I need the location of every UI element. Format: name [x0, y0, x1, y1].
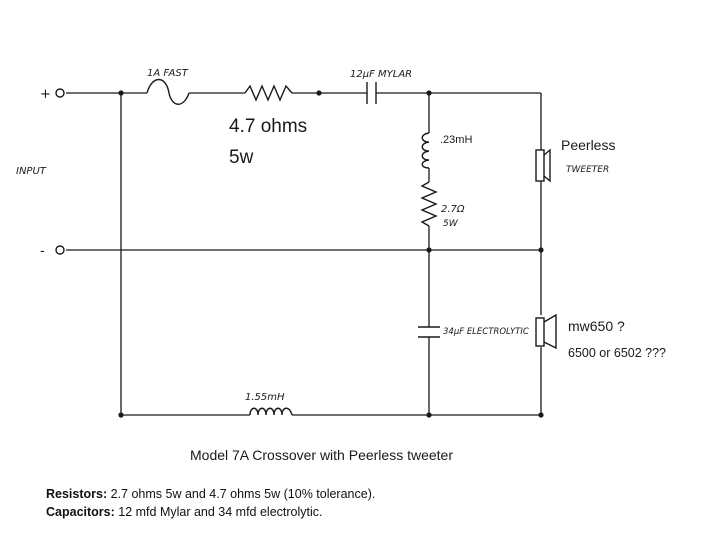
- resistor-main-value: 4.7 ohms: [229, 116, 307, 137]
- junction-dot: [118, 412, 124, 418]
- resistor-main-power: 5w: [229, 147, 254, 168]
- capacitor-electrolytic-label: 34µF ELECTROLYTIC: [443, 327, 529, 337]
- legend-capacitors: Capacitors: 12 mfd Mylar and 34 mfd elec…: [46, 505, 323, 519]
- junction-dot: [316, 90, 322, 96]
- legend-resistors: Resistors: 2.7 ohms 5w and 4.7 ohms 5w (…: [46, 487, 375, 501]
- diagram-caption: Model 7A Crossover with Peerless tweeter: [190, 447, 453, 463]
- legend-resistors-label: Resistors:: [46, 487, 108, 501]
- junction-dot: [426, 90, 432, 96]
- fuse: 1A FAST: [146, 68, 190, 105]
- junction-dot: [538, 412, 544, 418]
- terminal-minus-label: -: [40, 244, 45, 259]
- inductor-1-55mh: 1.55mH: [245, 392, 293, 416]
- legend-capacitors-label: Capacitors:: [46, 505, 115, 519]
- junction-dot: [118, 90, 124, 96]
- tweeter-name: Peerless: [561, 137, 615, 153]
- woofer: mw650 ? 6500 or 6502 ???: [535, 313, 666, 360]
- legend-capacitors-text: 12 mfd Mylar and 34 mfd electrolytic.: [114, 505, 323, 519]
- capacitor-34uf: 34µF ELECTROLYTIC: [418, 326, 529, 338]
- resistor-4-7-ohm: 4.7 ohms 5w: [229, 84, 307, 168]
- inductor-0-23mh: .23mH: [421, 132, 472, 169]
- legend-resistors-text: 2.7 ohms 5w and 4.7 ohms 5w (10% toleran…: [107, 487, 376, 501]
- capacitor-main-label: 12µF MYLAR: [350, 69, 412, 80]
- terminal-plus-label: +: [40, 87, 51, 102]
- inductor-small-label: .23mH: [440, 134, 472, 146]
- resistor-small-power: 5W: [443, 219, 459, 229]
- tweeter: Peerless TWEETER: [535, 137, 615, 183]
- junction-dot: [538, 247, 544, 253]
- tweeter-label: TWEETER: [566, 165, 609, 175]
- fuse-label: 1A FAST: [147, 68, 189, 79]
- junction-dots: [118, 90, 544, 418]
- terminal-minus: -: [40, 244, 65, 259]
- junction-dot: [426, 412, 432, 418]
- terminal-plus: +: [40, 87, 65, 102]
- resistor-small-value: 2.7Ω: [441, 204, 465, 215]
- inductor-large-label: 1.55mH: [245, 392, 285, 403]
- woofer-question: 6500 or 6502 ???: [568, 346, 666, 360]
- resistor-2-7-ohm: 2.7Ω 5W: [420, 181, 465, 229]
- woofer-model: mw650 ?: [568, 318, 625, 334]
- capacitor-12uf: 12µF MYLAR: [350, 69, 412, 104]
- input-label: INPUT: [16, 166, 47, 177]
- junction-dot: [426, 247, 432, 253]
